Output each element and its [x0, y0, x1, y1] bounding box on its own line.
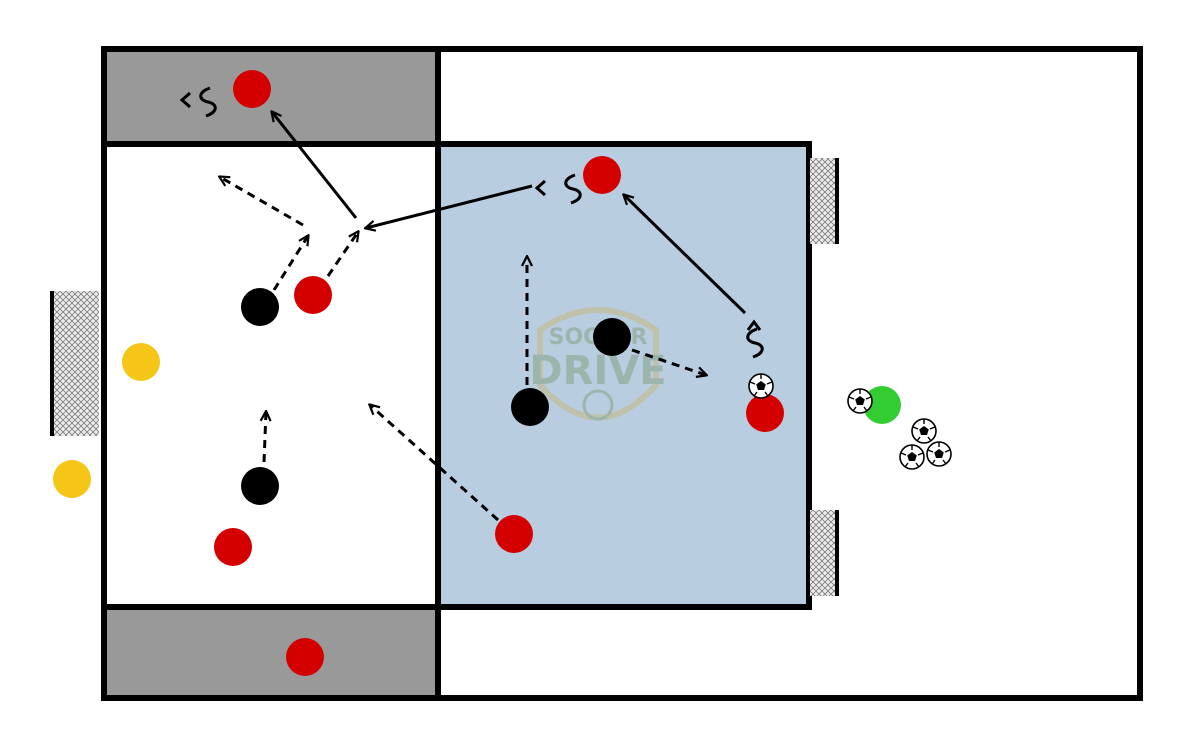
pass-arrow [624, 195, 747, 315]
black-player [241, 288, 279, 326]
black-player [511, 388, 549, 426]
red-player [294, 276, 332, 314]
dribble-squiggle-icon [534, 173, 582, 205]
red-player [746, 394, 784, 432]
watermark-ball-icon [582, 389, 614, 421]
soccer-ball-icon [847, 388, 873, 414]
red-player [495, 515, 533, 553]
soccer-ball-icon [926, 441, 952, 467]
right-goal-bottom [810, 510, 839, 596]
run-arrow [272, 236, 308, 291]
pass-arrow [272, 112, 358, 219]
run-arrow [220, 177, 304, 227]
neutral-player [53, 460, 91, 498]
top-channel [101, 46, 441, 147]
red-player [286, 638, 324, 676]
watermark-bottom-text: DRIVE [529, 348, 666, 394]
red-player [583, 156, 621, 194]
run-arrow [326, 232, 358, 277]
neutral-player [122, 343, 160, 381]
soccer-ball-icon [899, 444, 925, 470]
dribble-squiggle-icon [179, 86, 217, 118]
black-player [241, 467, 279, 505]
red-player [233, 70, 271, 108]
soccer-ball-icon [748, 373, 774, 399]
coach-player [863, 386, 901, 424]
right-goal-top [810, 158, 839, 244]
red-player [214, 528, 252, 566]
dribble-squiggle-icon [746, 319, 764, 359]
run-arrow [370, 405, 500, 522]
bottom-channel [101, 604, 441, 701]
black-player [593, 318, 631, 356]
soccer-ball-icon [911, 418, 937, 444]
left-goal [50, 291, 99, 436]
pass-arrow [366, 184, 533, 228]
